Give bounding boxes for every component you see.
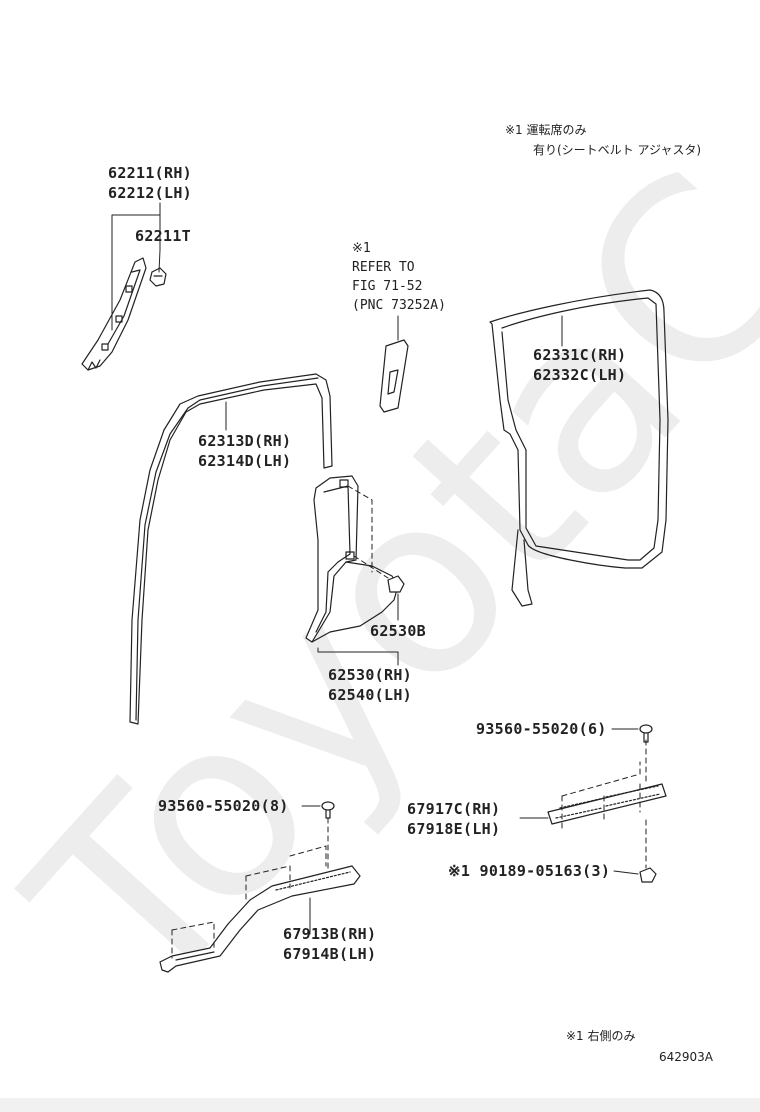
footer-band [0,1098,760,1112]
diagram-code: 642903A [659,1050,714,1064]
pillar-garnish-62211 [81,257,147,371]
refer-mark: ※1 [352,241,371,256]
dashed-guides-62530 [347,485,389,579]
label-67917C[interactable]: 67917C(RH) [407,800,501,818]
label-62530[interactable]: 62530(RH) [328,666,412,684]
seatbelt-adjuster-cover [379,339,409,413]
clip-62211T [149,267,167,287]
leaders-62211 [111,202,161,331]
leader-62530 [317,647,399,666]
label-62540[interactable]: 62540(LH) [328,686,412,704]
label-62331C[interactable]: 62331C(RH) [533,346,627,364]
leaders-scuff-left [301,805,321,935]
dashed-guides-67913B [171,817,329,959]
label-62530B[interactable]: 62530B [370,622,426,640]
label-62211[interactable]: 62211(RH) [108,164,192,182]
dashed-guides-67917C [561,739,647,869]
label-93560-6[interactable]: 93560-55020(6) [476,720,607,738]
screw-8 [321,801,335,819]
label-62212[interactable]: 62212(LH) [108,184,192,202]
scuff-plate-67917C [547,783,667,825]
label-62313D[interactable]: 62313D(RH) [198,432,292,450]
clip-62530B [387,575,405,593]
refer-line2: FIG 71-52 [352,279,423,294]
weatherstrip-62331C [489,289,669,607]
bottom-note: ※1 右側のみ [566,1029,636,1043]
label-62314D[interactable]: 62314D(LH) [198,452,292,470]
label-93560-8[interactable]: 93560-55020(8) [158,797,289,815]
clip-90189 [639,867,657,883]
screw-6 [639,724,653,743]
weatherstrip-62313D [129,373,333,725]
refer-line3: (PNC 73252A) [352,298,446,313]
label-62211T[interactable]: 62211T [135,227,191,245]
scuff-plate-67913B [159,865,361,973]
leaders-scuff-right [519,728,639,875]
refer-line1: REFER TO [352,260,415,275]
label-67914B[interactable]: 67914B(LH) [283,945,377,963]
label-62332C[interactable]: 62332C(LH) [533,366,627,384]
label-67913B[interactable]: 67913B(RH) [283,925,377,943]
top-note-line2: 有り(シートベルト アジャスタ) [533,143,702,157]
label-67918E[interactable]: 67918E(LH) [407,820,501,838]
label-90189[interactable]: ※1 90189-05163(3) [448,862,611,880]
top-note-line1: ※1 運転席のみ [505,123,587,137]
